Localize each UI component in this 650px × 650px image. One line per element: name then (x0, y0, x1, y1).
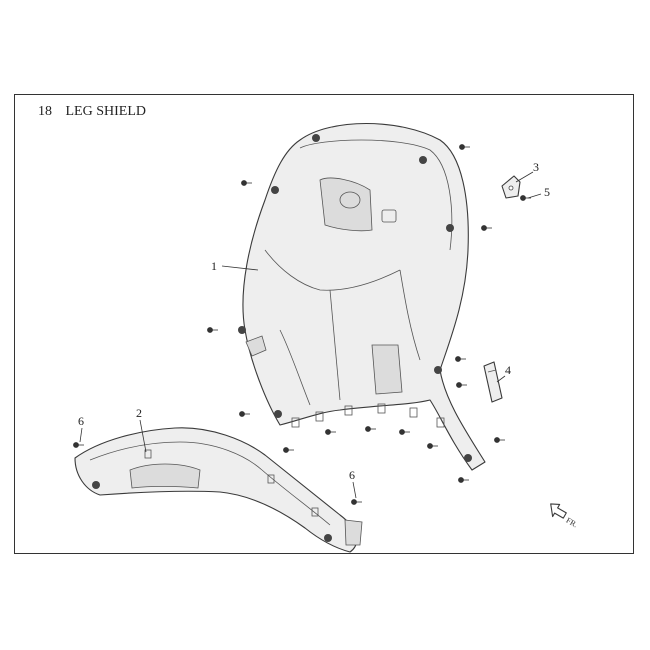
section-number: 18 (38, 104, 52, 119)
cover-plate-part (483, 361, 503, 403)
floor-panel-part (74, 427, 363, 553)
section-title: LEG SHIELD (65, 104, 147, 119)
callout-3: 3 (533, 160, 539, 174)
screw-icon (73, 442, 84, 448)
callout-1: 1 (211, 259, 217, 273)
screw-icon (283, 447, 294, 453)
callout-6-center: 6 (349, 468, 355, 482)
screw-icon (494, 437, 505, 443)
screw-icon (481, 225, 492, 231)
leader-lines (79, 171, 542, 499)
front-direction-arrow-icon: FR. (550, 503, 580, 530)
callout-2: 2 (136, 406, 142, 420)
screw-icon (207, 327, 218, 333)
callout-6-left: 6 (78, 414, 84, 428)
screw-icon (325, 429, 336, 435)
screw-icon (399, 429, 410, 435)
diagram-frame (14, 94, 634, 554)
screw-icon (365, 426, 376, 432)
screw-group (73, 144, 531, 505)
screw-icon (241, 180, 252, 186)
callout-4: 4 (505, 363, 511, 377)
leg-shield-main-part (238, 123, 486, 471)
screw-icon (520, 195, 531, 201)
screw-icon (239, 411, 250, 417)
screw-icon (456, 382, 467, 388)
callout-5: 5 (544, 185, 550, 199)
clip-part (501, 175, 521, 199)
screw-icon (427, 443, 438, 449)
screw-icon (351, 499, 362, 505)
page-title: 18 LEG SHIELD (38, 104, 156, 120)
front-direction-label: FR. (565, 516, 580, 530)
screw-icon (458, 477, 469, 483)
screw-icon (459, 144, 470, 150)
screw-icon (455, 356, 466, 362)
